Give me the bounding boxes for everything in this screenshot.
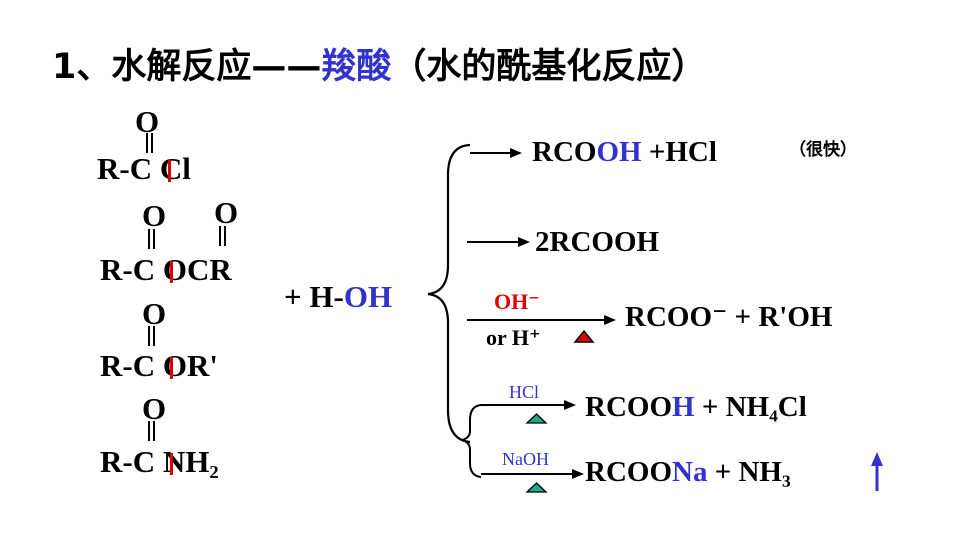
product1-b: OH [596, 136, 642, 168]
product4-c: + NH₄Cl [694, 391, 807, 423]
reactant4-cleavage-mark [170, 453, 173, 475]
reactant4-double-bond [148, 421, 155, 441]
condition-oh-minus: OH⁻ [494, 289, 540, 314]
product4: RCOOH + NH₄Cl [585, 393, 807, 422]
product4-b: H [672, 391, 695, 423]
arrow1-head [510, 148, 522, 158]
product3: RCOO⁻ + R'OH [625, 301, 833, 333]
reactant2-formula: R-C OCR [100, 254, 232, 285]
reactant1-double-bond [146, 133, 153, 153]
reactant3-cleavage-mark [170, 357, 173, 379]
reactant2-double-bond-left [148, 229, 155, 249]
arrow3-head [604, 315, 616, 325]
reactant3-double-bond [148, 326, 155, 346]
heat-triangle-teal-2 [525, 482, 548, 493]
reactant1-cleavage-mark [168, 160, 171, 182]
product5: RCOONa + NH₃ [585, 458, 791, 487]
arrow5-head [572, 469, 584, 479]
product1: RCOOH +HCl [532, 138, 717, 167]
reactant1-right: Cl [159, 151, 191, 186]
condition-or-h: or H⁺ [486, 325, 541, 350]
heat-triangle-red [573, 329, 595, 343]
reagent-prefix: + H- [284, 279, 344, 314]
sub-brace [461, 404, 482, 478]
title-highlight: 羧酸 [321, 47, 392, 87]
reactant2-oxygen-left: O [142, 198, 167, 233]
page-title: 1、水解反应——羧酸（水的酰基化反应） [52, 50, 706, 85]
product1-note: （很快） [789, 140, 857, 160]
product5-b: Na [672, 456, 708, 488]
product1-a: RCO [532, 136, 597, 168]
reagent-oh: OH [343, 279, 393, 314]
title-suffix: （水的酰基化反应） [391, 47, 707, 87]
product4-a: RCOO [585, 391, 672, 423]
reactant2-left: R-C [100, 252, 156, 287]
product2: 2RCOOH [535, 226, 660, 258]
product5-a: RCOO [585, 456, 672, 488]
reagent-water: + H-OH [284, 281, 392, 312]
reactant1-formula: R-C Cl [97, 153, 191, 184]
title-prefix: 1、水解反应—— [52, 47, 322, 87]
condition-hcl: HCl [509, 382, 540, 402]
condition-naoh: NaOH [502, 449, 549, 469]
reactant3-oxygen: O [142, 296, 167, 331]
gas-arrow-head [871, 452, 883, 466]
reactant2-right: OCR [162, 252, 232, 287]
heat-triangle-teal-1 [525, 413, 548, 424]
arrow2-head [518, 237, 530, 247]
arrow4-head [564, 400, 576, 410]
reactant1-oxygen: O [135, 104, 160, 139]
reactant2-oxygen-right: O [214, 195, 239, 230]
reactant2-double-bond-right [219, 226, 226, 246]
reactant3-left: R-C [100, 348, 156, 383]
reactant4-left: R-C [100, 444, 156, 479]
reactant1-left: R-C [97, 151, 153, 186]
main-brace [427, 143, 471, 444]
reactant4-oxygen: O [142, 391, 167, 426]
product1-c: +HCl [641, 136, 717, 168]
product5-c: + NH₃ [707, 456, 791, 488]
reactant2-cleavage-mark [170, 261, 173, 283]
